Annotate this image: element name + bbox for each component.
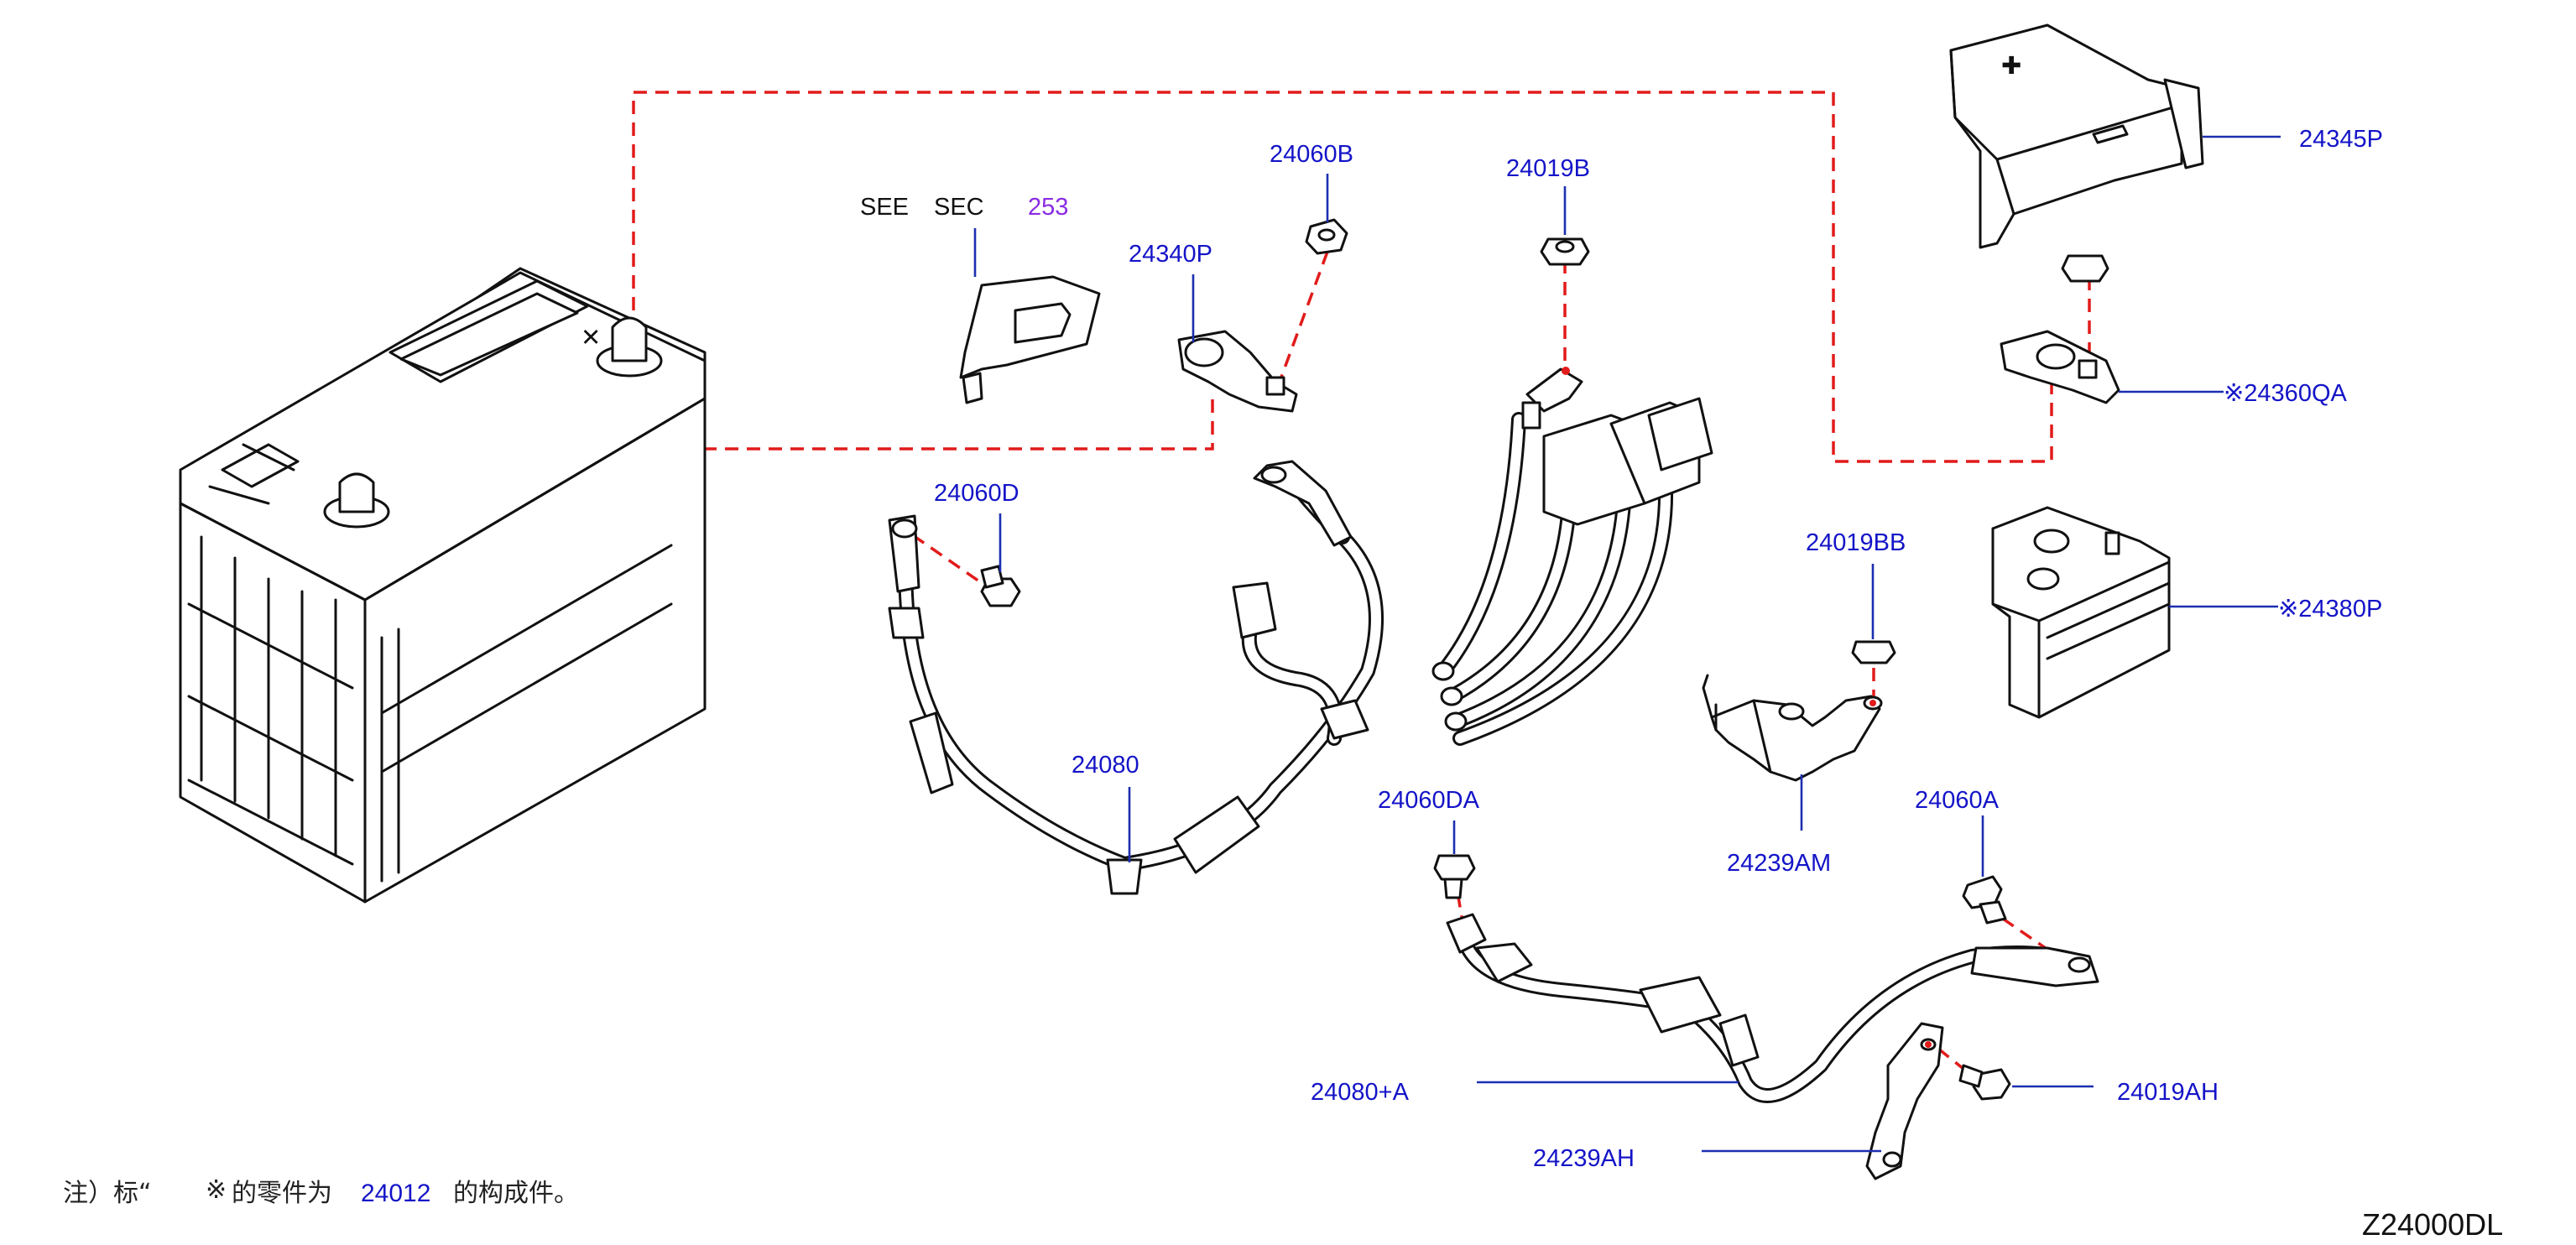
fasteners — [980, 218, 2011, 1101]
label-24019b: 24019B — [1506, 155, 1590, 182]
bracket-24239am — [1702, 640, 1896, 782]
label-24360qa: ※24360QA — [2224, 380, 2347, 407]
label-24345p: 24345P — [2299, 126, 2383, 153]
svg-text:✕: ✕ — [581, 325, 601, 352]
label-24080a: 24080+A — [1311, 1079, 1410, 1106]
note-prefix: 注）标“ — [63, 1179, 152, 1208]
terminal-clamp-24340p — [1177, 330, 1298, 413]
svg-text:✚: ✚ — [2001, 53, 2021, 80]
bolt-24060a — [1962, 875, 2007, 925]
cable-bundle-24019 — [1431, 367, 1713, 746]
bracket-24239ah — [1865, 1022, 1944, 1180]
see-label: SEE — [860, 194, 909, 221]
diagram-code: Z24000DL — [2362, 1207, 2503, 1242]
battery: ✕ — [179, 267, 707, 904]
sec-number-link[interactable]: 253 — [1028, 194, 1068, 221]
label-24019ah: 24019AH — [2117, 1079, 2219, 1106]
label-24340p: 24340P — [1129, 241, 1212, 268]
label-24060b: 24060B — [1270, 141, 1353, 168]
fuse-box-24380p — [1991, 506, 2171, 719]
label-24380p: ※24380P — [2278, 596, 2382, 622]
label-24060a: 24060A — [1915, 787, 2000, 814]
harness-24080a — [1446, 913, 2099, 1103]
label-24239ah: 24239AH — [1533, 1145, 1635, 1172]
bolt-24060d — [980, 565, 1021, 607]
leader-lines — [973, 135, 2281, 1153]
note-middle: 的零件为 — [232, 1179, 332, 1208]
note-suffix: 的构成件。 — [453, 1179, 579, 1208]
label-24080: 24080 — [1072, 752, 1139, 779]
label-24060d: 24060D — [934, 480, 1019, 507]
terminal-clamp-24360qa — [2000, 254, 2120, 404]
terminal-cover-24345p: ✚ — [1949, 23, 2204, 249]
note-part-number-link[interactable]: 24012 — [361, 1180, 430, 1207]
nut-24019b — [1540, 237, 1590, 266]
label-24019bb: 24019BB — [1806, 529, 1906, 556]
bolt-24060da — [1433, 854, 1476, 899]
note-mark: ※ — [206, 1175, 227, 1205]
bolt-24060b — [1305, 218, 1348, 255]
part-labels: SEE SEC 253 24060B 24019B 24340P 24345P … — [860, 126, 2383, 1172]
label-24060da: 24060DA — [1378, 787, 1480, 814]
footnote: 注）标“ ※ 的零件为 24012 的构成件。 — [63, 1175, 579, 1208]
sensor-bracket — [959, 275, 1101, 404]
bolt-24019ah — [1958, 1064, 2011, 1101]
label-24239am: 24239AM — [1727, 850, 1831, 877]
sec-label: SEC — [934, 194, 984, 221]
harness-24080 — [888, 460, 1384, 895]
